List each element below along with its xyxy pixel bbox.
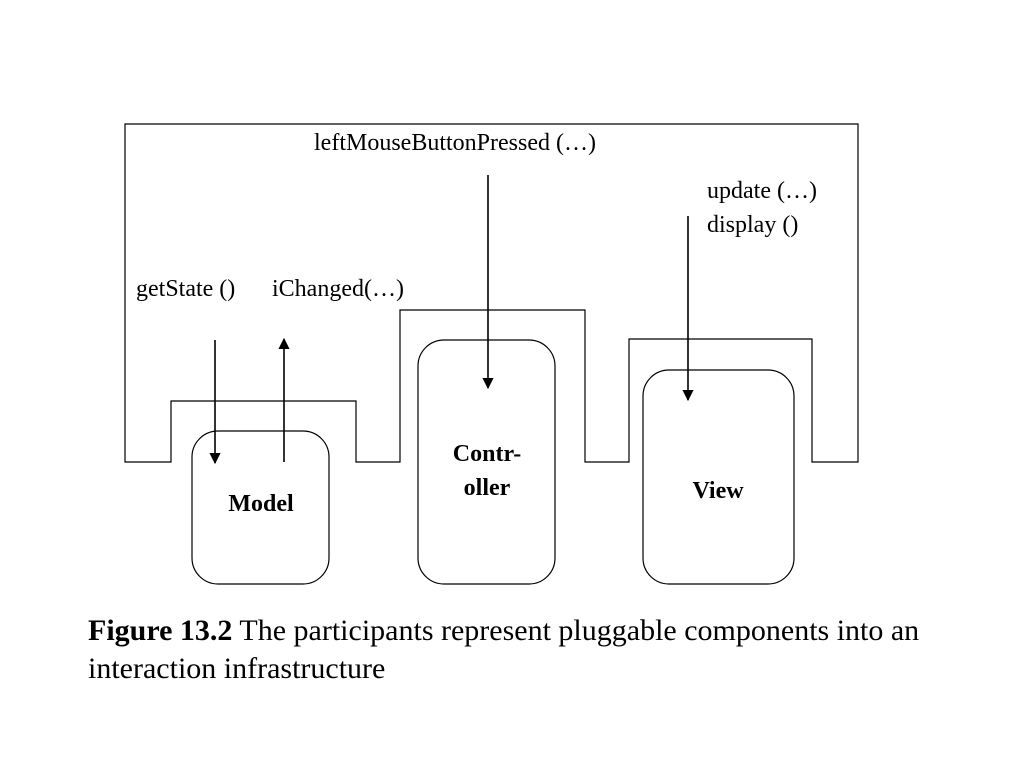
model-getstate-label: getState ()	[136, 276, 235, 302]
caption-text: The participants represent pluggable com…	[88, 614, 920, 685]
mvc-diagram: leftMouseButtonPressed (…) update (…) di…	[124, 123, 859, 585]
controller-box	[417, 339, 556, 585]
model-ichanged-label: iChanged(…)	[272, 276, 404, 302]
view-display-label: display ()	[707, 212, 798, 238]
view-box	[642, 369, 795, 585]
controller-message-label: leftMouseButtonPressed (…)	[314, 130, 596, 156]
model-label: Model	[228, 491, 294, 517]
figure-number: Figure 13.2	[88, 614, 233, 647]
figure-caption: Figure 13.2 The participants represent p…	[88, 612, 988, 688]
controller-label-line-2: oller	[464, 475, 511, 501]
view-label: View	[692, 478, 744, 504]
infrastructure-outline	[124, 123, 859, 463]
view-update-label: update (…)	[707, 178, 817, 204]
controller-label-line-1: Contr-	[453, 441, 521, 467]
model-box	[191, 430, 330, 585]
